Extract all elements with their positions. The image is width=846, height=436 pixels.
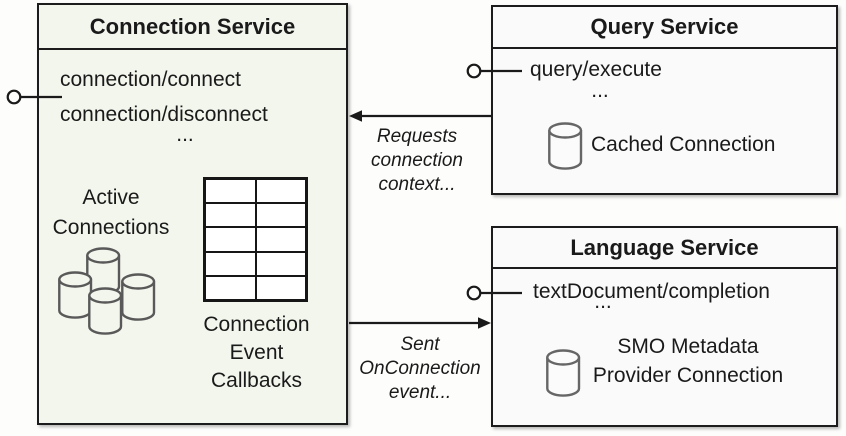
label-line: Provider Connection [592, 364, 784, 387]
label-line: SMO Metadata [617, 335, 759, 358]
methods-ellipsis: ... [176, 123, 194, 146]
callbacks-table [203, 177, 308, 302]
label-line: Sent [400, 334, 440, 355]
cached-connection-label: Cached Connection [591, 133, 776, 156]
query-service-box: Query Service query/execute ... Cached C… [491, 5, 838, 195]
method-textdocument-completion: textDocument/completion [533, 280, 770, 303]
smo-metadata-provider-connection-label: SMO Metadata Provider Connection [590, 332, 786, 390]
label-line: OnConnection [359, 358, 481, 379]
sent-onconnection-event-arrow [349, 317, 491, 329]
query-service-title: Query Service [493, 7, 836, 49]
requests-connection-context-arrow [349, 110, 491, 122]
connection-service-box: Connection Service connection/connect co… [37, 3, 348, 425]
label-line: Requests [376, 126, 458, 147]
language-service-box: Language Service textDocument/completion… [491, 226, 838, 427]
connection-event-callbacks-label: Connection Event Callbacks [189, 311, 324, 395]
label-line: Callbacks [210, 369, 303, 392]
table-cell [255, 251, 306, 276]
label-line: connection [371, 150, 463, 171]
table-cell [255, 179, 306, 204]
table-cell [205, 179, 256, 204]
active-connections-label: Active Connections [39, 183, 183, 243]
method-query-execute: query/execute [530, 58, 662, 81]
label-line: Connections [52, 216, 170, 239]
label-line: Active [82, 186, 140, 209]
label-line: event... [388, 382, 452, 403]
methods-ellipsis: ... [591, 79, 609, 102]
sent-onconnection-event-label: Sent OnConnection event... [350, 333, 490, 405]
table-cell [205, 203, 256, 228]
table-cell [255, 275, 306, 300]
table-cell [255, 203, 306, 228]
method-connection-disconnect: connection/disconnect [60, 103, 268, 126]
connection-service-methods: connection/connect connection/disconnect [60, 62, 310, 132]
table-cell [205, 251, 256, 276]
table-cell [205, 227, 256, 252]
table-cell [255, 227, 306, 252]
requests-connection-context-label: Requests connection context... [352, 125, 482, 197]
method-connection-connect: connection/connect [60, 68, 241, 91]
language-service-title: Language Service [493, 228, 836, 269]
label-line: context... [378, 174, 456, 195]
connection-service-title: Connection Service [39, 5, 346, 50]
label-line: Event [229, 341, 284, 364]
methods-ellipsis: ... [594, 290, 612, 313]
label-line: Connection [203, 313, 310, 336]
table-cell [205, 275, 256, 300]
